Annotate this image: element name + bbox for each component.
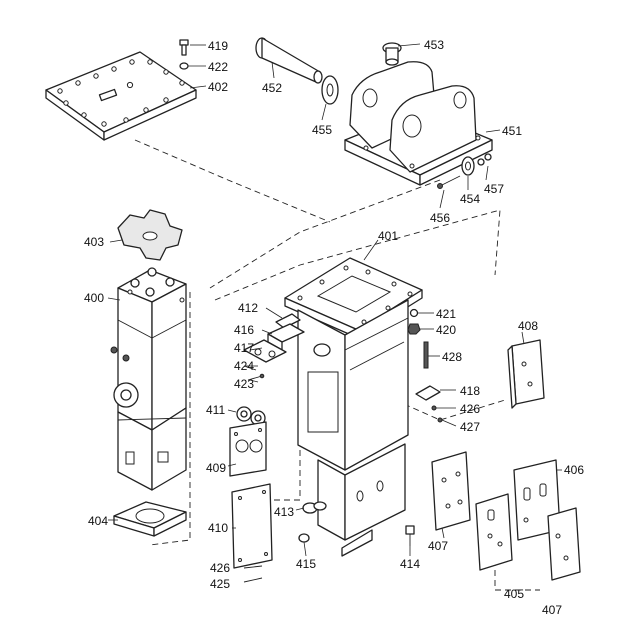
part-407-wear-plate-left — [431, 451, 471, 531]
part-420-washer — [407, 323, 421, 335]
label-452: 452 — [262, 81, 282, 95]
assembly-dashed-lines — [134, 139, 540, 591]
label-419: 419 — [208, 39, 228, 53]
part-454-washer — [461, 156, 475, 176]
label-453: 453 — [424, 38, 444, 52]
part-404-bushing-plate — [113, 501, 187, 537]
label-407a: 407 — [428, 539, 448, 553]
part-421-nut — [409, 308, 419, 318]
part-424-pin — [243, 365, 257, 371]
label-425: 425 — [210, 577, 230, 591]
part-428-rod — [423, 341, 429, 369]
label-455: 455 — [312, 123, 332, 137]
part-403-cushion — [117, 209, 183, 261]
part-405-side-plate — [475, 493, 513, 571]
label-426b: 426 — [210, 561, 230, 575]
label-410: 410 — [208, 521, 228, 535]
part-422-washer — [179, 62, 189, 70]
part-402-top-plate — [45, 51, 197, 141]
label-409: 409 — [206, 461, 226, 475]
label-415: 415 — [296, 557, 316, 571]
label-454: 454 — [460, 192, 480, 206]
leader-lines — [107, 43, 562, 557]
label-405: 405 — [504, 587, 524, 601]
part-417-clamp — [243, 339, 287, 363]
label-423: 423 — [234, 377, 254, 391]
label-418: 418 — [460, 384, 480, 398]
part-427-screw — [437, 417, 443, 423]
label-417: 417 — [234, 341, 254, 355]
part-452-pin — [255, 37, 323, 84]
part-455-washer — [321, 75, 339, 105]
label-457: 457 — [484, 182, 504, 196]
label-416: 416 — [234, 323, 254, 337]
part-453-stopper — [382, 42, 402, 66]
part-451-bracket — [344, 61, 493, 186]
label-402: 402 — [208, 80, 228, 94]
label-427: 427 — [460, 420, 480, 434]
part-426-screw — [431, 405, 437, 411]
part-415-plug — [298, 533, 310, 543]
label-456: 456 — [430, 211, 450, 225]
part-407-wear-plate-right — [547, 507, 581, 581]
label-451: 451 — [502, 124, 522, 138]
label-404: 404 — [88, 514, 108, 528]
label-400: 400 — [84, 291, 104, 305]
label-421: 421 — [436, 307, 456, 321]
part-426-bolt — [243, 565, 263, 569]
part-457-nut — [477, 153, 492, 166]
part-419-bolt — [179, 39, 189, 56]
label-428: 428 — [442, 350, 462, 364]
part-401-housing-frame — [284, 257, 423, 557]
label-424: 424 — [234, 359, 254, 373]
label-422: 422 — [208, 60, 228, 74]
label-411: 411 — [206, 403, 225, 417]
part-425-bolt — [243, 577, 263, 583]
part-408-wear-plate — [507, 339, 545, 409]
label-403: 403 — [84, 235, 104, 249]
label-420: 420 — [436, 323, 456, 337]
part-400-breaker-body — [110, 267, 187, 491]
label-413: 413 — [274, 505, 294, 519]
label-407b: 407 — [542, 603, 562, 617]
label-408: 408 — [518, 319, 538, 333]
part-number-labels: 419 422 402 452 455 453 451 457 454 456 … — [84, 38, 584, 617]
label-426a: 426 — [460, 402, 480, 416]
part-410-side-plate — [231, 483, 273, 569]
label-412: 412 — [238, 301, 258, 315]
part-456-bolt — [437, 175, 461, 189]
part-423-pin — [247, 373, 265, 381]
part-409-cover-plate — [229, 421, 267, 477]
part-414-fitting — [405, 525, 415, 546]
label-414: 414 — [400, 557, 420, 571]
label-406: 406 — [564, 463, 584, 477]
part-418-plate — [415, 385, 441, 401]
label-401: 401 — [378, 229, 398, 243]
